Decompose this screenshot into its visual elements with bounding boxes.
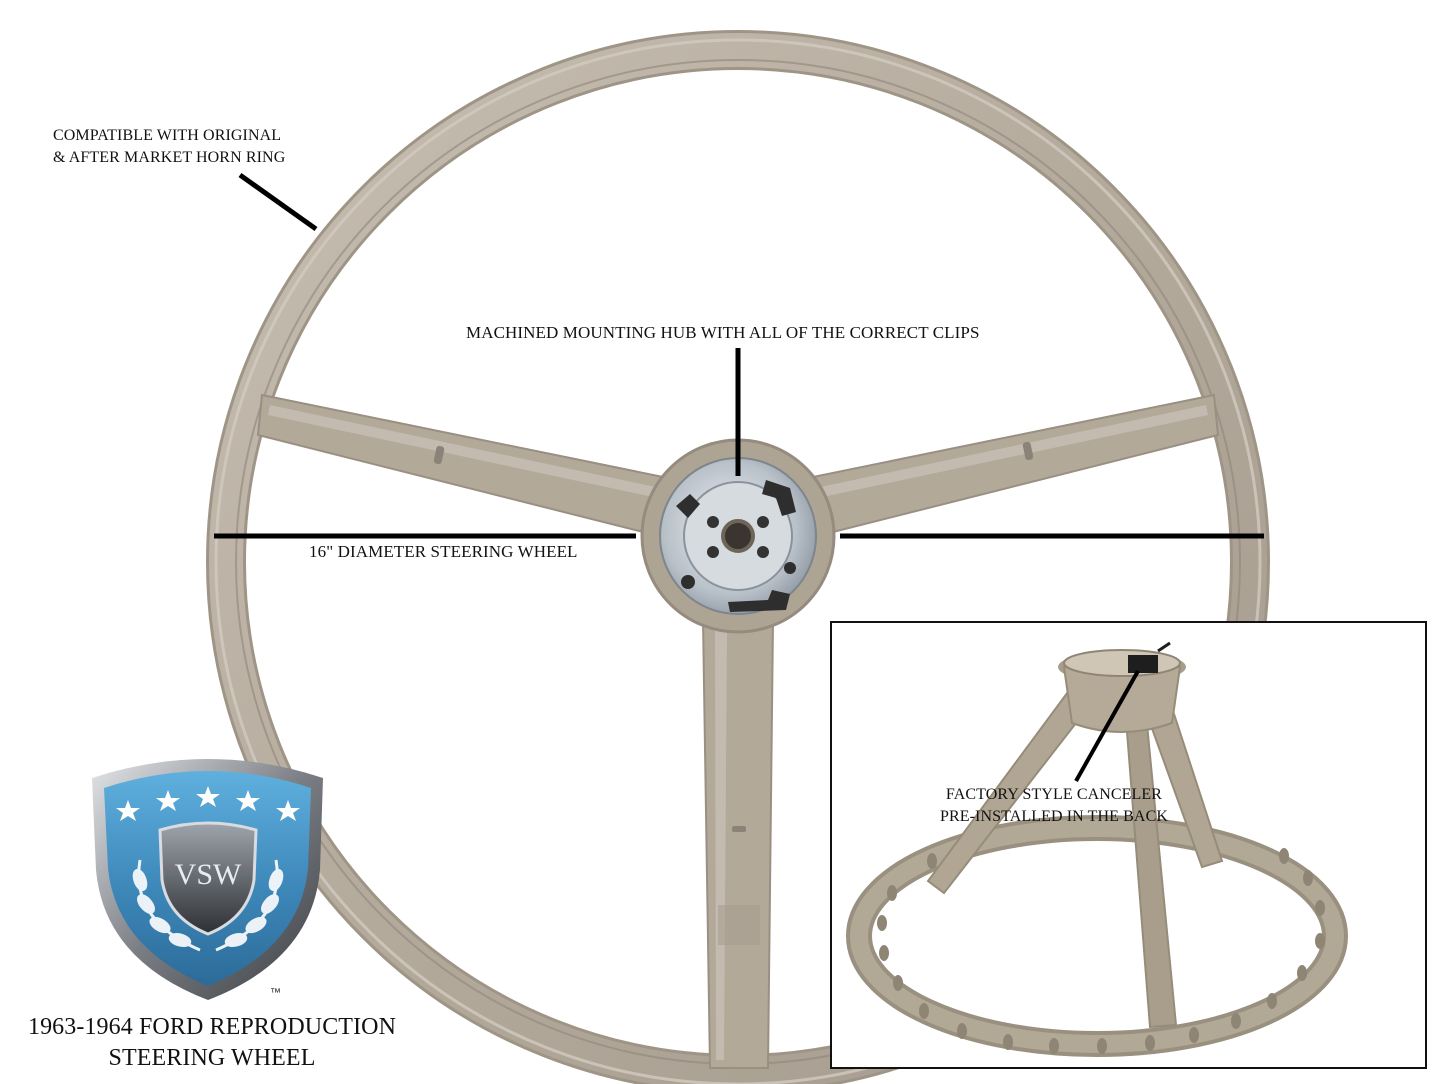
- diameter-caption: 16" DIAMETER STEERING WHEEL: [309, 542, 578, 561]
- horn-ring-callout-line: [238, 172, 318, 232]
- product-title-line2: STEERING WHEEL: [108, 1044, 316, 1071]
- laurel-icon: [132, 859, 284, 952]
- logo-text: VSW: [175, 858, 242, 891]
- horn-ring-caption-line2: & AFTER MARKET HORN RING: [53, 148, 286, 166]
- canceler-caption-line1: FACTORY STYLE CANCELER: [945, 786, 1163, 803]
- horn-ring-caption-line1: COMPATIBLE WITH ORIGINAL: [53, 127, 282, 144]
- callout-lines: [214, 172, 1264, 539]
- product-title-line1: 1963-1964 FORD REPRODUCTION: [27, 1014, 397, 1040]
- hub-caption: MACHINED MOUNTING HUB WITH ALL OF THE CO…: [466, 323, 980, 342]
- rim-grip-ridges: [877, 833, 1325, 1054]
- canceler-caption-line2: PRE-INSTALLED IN THE BACK: [939, 807, 1169, 825]
- mounting-hub: [640, 438, 836, 634]
- horn-ring-caption: COMPATIBLE WITH ORIGINAL & AFTER MARKET …: [53, 125, 285, 168]
- star-icons: [116, 786, 300, 821]
- trademark-symbol: ™: [270, 987, 281, 999]
- canceler-caption: FACTORY STYLE CANCELER PRE-INSTALLED IN …: [920, 784, 1188, 827]
- canceler-icon: [1128, 655, 1158, 673]
- vsw-shield-logo: VSW ™: [92, 759, 323, 1000]
- wheel-back-view-illustration: [846, 641, 1348, 1057]
- inset-back-view: [830, 621, 1427, 1069]
- product-title: 1963-1964 FORD REPRODUCTION STEERING WHE…: [12, 1012, 412, 1073]
- canceler-callout-line: [1074, 670, 1140, 782]
- wheel-rim: [206, 30, 1270, 1084]
